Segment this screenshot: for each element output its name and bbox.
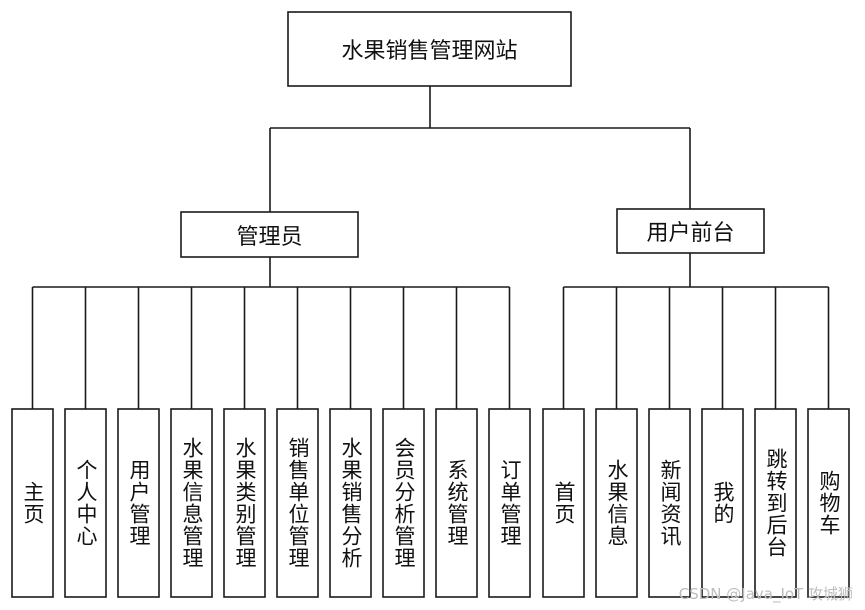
leaf-node xyxy=(329,408,372,598)
leaf-node xyxy=(11,408,54,598)
leaf-node xyxy=(64,408,107,598)
leaf-node-label: 跳转到后台 xyxy=(764,448,789,558)
leaf-node-label: 系统管理 xyxy=(445,459,470,547)
leaf-node-label: 水果信息管理 xyxy=(180,437,205,569)
leaf-node xyxy=(754,408,797,598)
leaf-node xyxy=(648,408,691,598)
leaf-node-label: 销售单位管理 xyxy=(286,437,311,569)
leaf-node-label: 新闻资讯 xyxy=(658,459,683,547)
root-node-label: 水果销售管理网站 xyxy=(341,39,518,64)
leaf-node-label: 购物车 xyxy=(817,470,842,536)
leaf-node xyxy=(807,408,850,598)
leaf-node-label: 水果类别管理 xyxy=(233,437,258,569)
leaf-node xyxy=(542,408,585,598)
leaf-node xyxy=(223,408,266,598)
leaf-node xyxy=(382,408,425,598)
leaf-node xyxy=(170,408,213,598)
branch-node-label-2: 用户前台 xyxy=(646,221,735,246)
leaf-node-label: 首页 xyxy=(552,481,577,525)
leaf-node-label: 订单管理 xyxy=(498,459,523,547)
leaf-node xyxy=(488,408,531,598)
watermark: CSDN @Java_IoT 攻城狮 xyxy=(678,585,853,603)
branch-node-2 xyxy=(616,208,765,254)
leaf-node-label: 水果销售分析 xyxy=(339,437,364,569)
leaf-node-label: 我的 xyxy=(711,481,736,525)
leaf-node xyxy=(701,408,744,598)
leaf-node xyxy=(117,408,160,598)
leaf-node-label: 主页 xyxy=(21,481,46,525)
leaf-node xyxy=(435,408,478,598)
branch-node-label-1: 管理员 xyxy=(236,224,303,250)
leaf-node-label: 会员分析管理 xyxy=(392,437,417,569)
leaf-node-label: 水果信息 xyxy=(605,459,630,547)
leaf-node xyxy=(595,408,638,598)
leaf-node xyxy=(276,408,319,598)
leaf-node-label: 用户管理 xyxy=(127,459,152,547)
leaf-node-label: 个人中心 xyxy=(74,459,99,547)
root-node xyxy=(287,11,572,87)
branch-node-1 xyxy=(180,211,359,258)
